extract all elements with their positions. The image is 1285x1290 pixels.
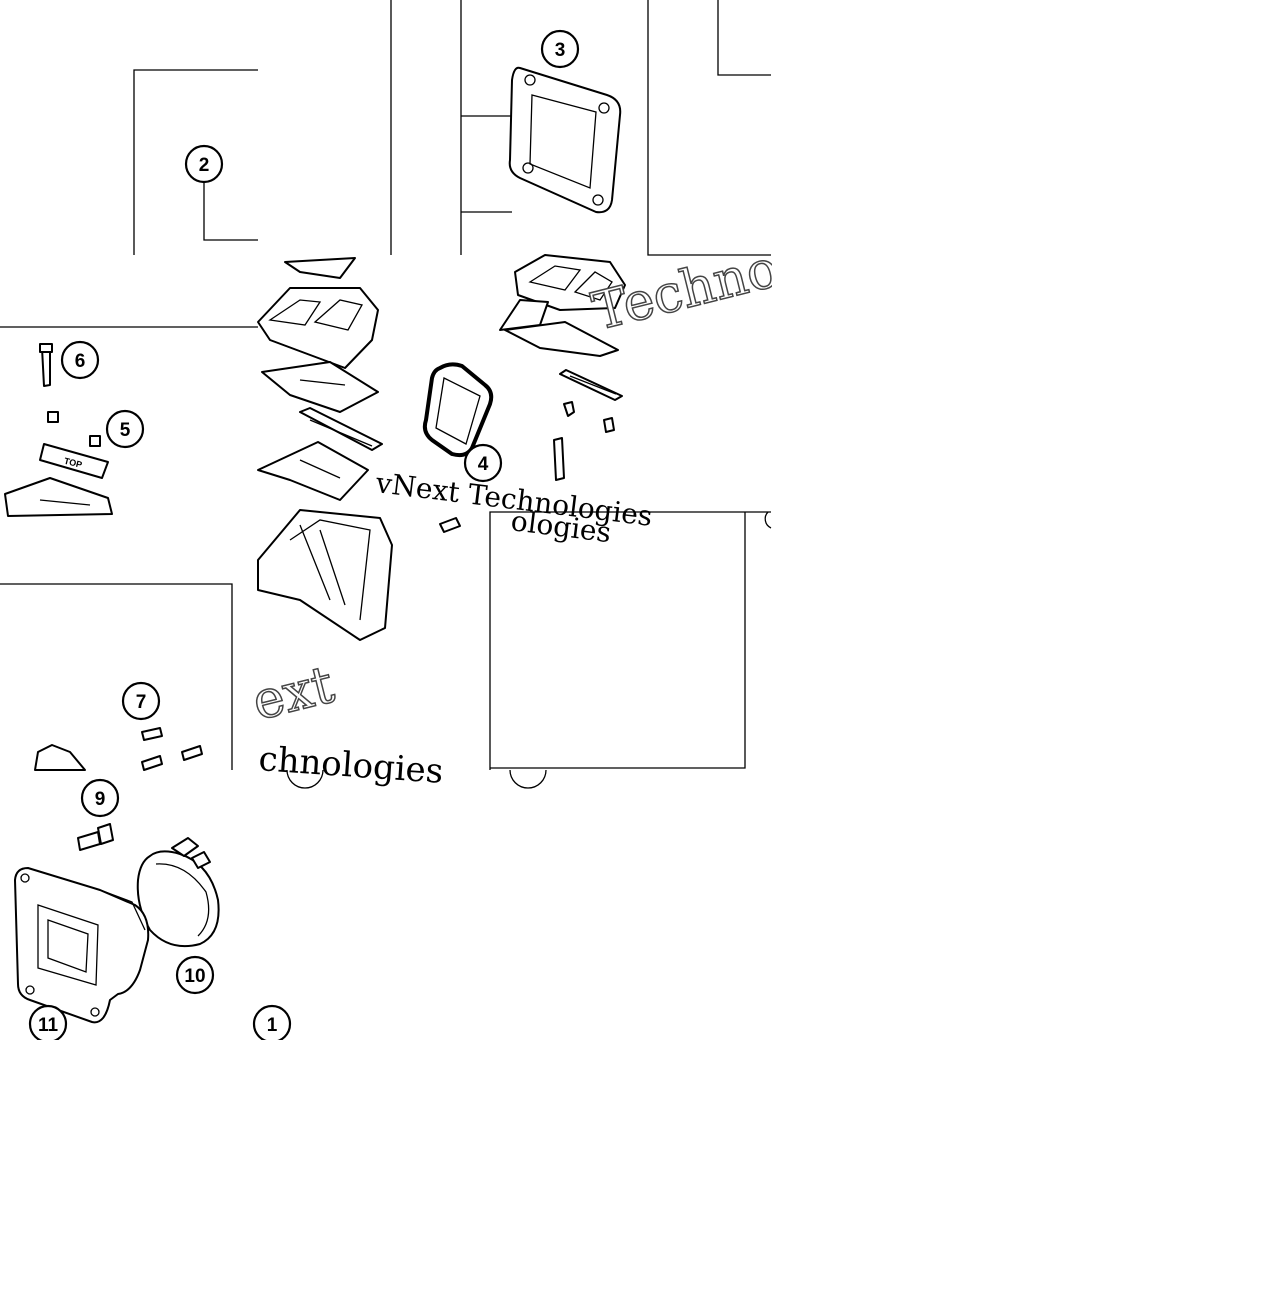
blank-area-bottom xyxy=(0,1040,1285,1285)
manifold-assembly xyxy=(14,823,220,1024)
o-ring-part-4 xyxy=(422,362,494,458)
callout-4: 4 xyxy=(463,443,503,483)
reed-plate-label: TOP xyxy=(63,456,83,470)
callout-5: 5 xyxy=(105,409,145,449)
screws-and-reed-plate: TOP xyxy=(4,343,113,517)
callout-7: 7 xyxy=(121,681,161,721)
intake-housing xyxy=(257,509,393,641)
watermark-line-2: Techno xyxy=(587,239,785,343)
watermark-line-3: ext xyxy=(247,655,340,733)
leader-lines xyxy=(203,115,512,241)
svg-text:4: 4 xyxy=(478,454,489,475)
frame-lines xyxy=(0,0,771,770)
svg-text:3: 3 xyxy=(555,40,566,61)
blank-area-right xyxy=(772,0,1285,1040)
svg-text:1: 1 xyxy=(267,1015,278,1036)
reed-valve-assembly-left xyxy=(257,257,383,501)
callout-2: 2 xyxy=(184,144,224,184)
callout-11: 11 xyxy=(28,1004,68,1044)
svg-text:10: 10 xyxy=(184,966,205,987)
callout-6: 6 xyxy=(60,340,100,380)
svg-text:11: 11 xyxy=(38,1015,59,1036)
svg-text:9: 9 xyxy=(95,789,106,810)
svg-text:5: 5 xyxy=(120,420,131,441)
svg-text:2: 2 xyxy=(199,155,210,176)
svg-text:6: 6 xyxy=(75,351,86,372)
clipped-callout-rings xyxy=(286,511,772,789)
svg-text:7: 7 xyxy=(136,692,147,713)
callout-1: 1 xyxy=(252,1004,292,1044)
watermark-line-4: chnologies xyxy=(257,739,444,792)
gasket-part-3 xyxy=(508,66,622,214)
bolts-part-7 xyxy=(34,727,203,771)
callout-3: 3 xyxy=(540,29,580,69)
callout-9: 9 xyxy=(80,778,120,818)
callout-10: 10 xyxy=(175,955,215,995)
reed-valve-assembly-right xyxy=(439,254,626,533)
